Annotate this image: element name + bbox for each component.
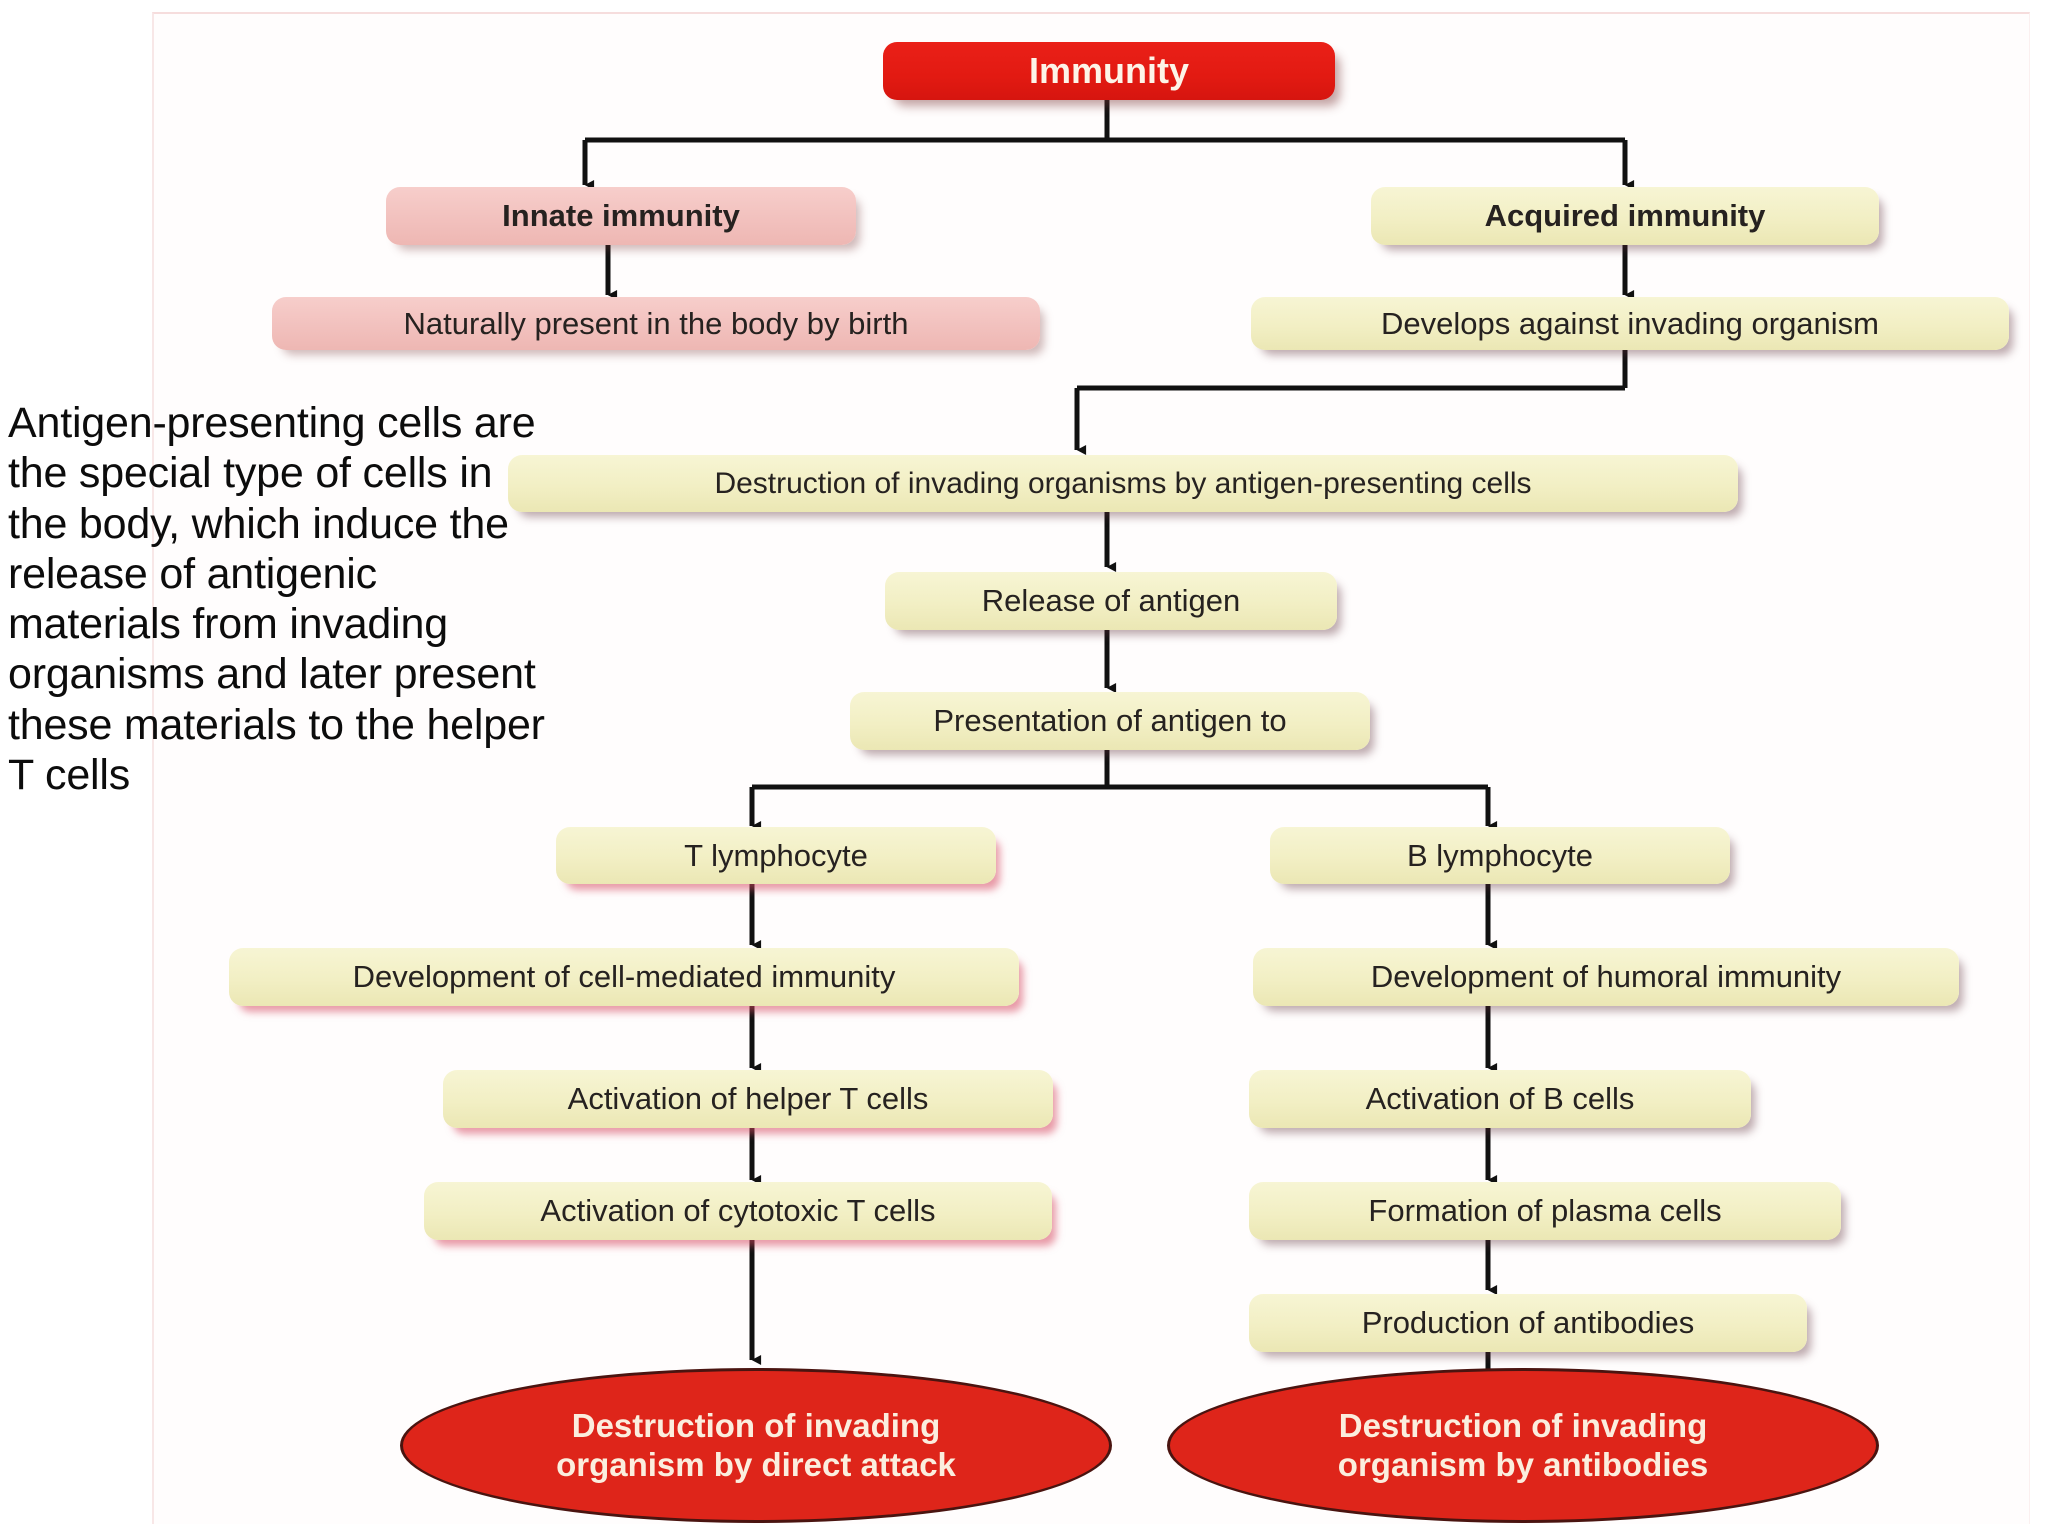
node-acquired-immunity[interactable]: Acquired immunity [1371,187,1879,245]
terminal-antibodies-line2: organism by antibodies [1337,1445,1709,1483]
node-cell-mediated-immunity-label: Development of cell-mediated immunity [352,959,896,994]
node-presentation-of-antigen[interactable]: Presentation of antigen to [850,692,1370,750]
node-b-lymphocyte[interactable]: B lymphocyte [1270,827,1730,884]
node-formation-plasma-cells[interactable]: Formation of plasma cells [1249,1182,1841,1240]
node-activation-helper-t-label: Activation of helper T cells [567,1081,929,1116]
node-production-antibodies-label: Production of antibodies [1361,1305,1695,1340]
node-cell-mediated-immunity[interactable]: Development of cell-mediated immunity [229,948,1019,1006]
node-release-of-antigen-label: Release of antigen [981,583,1241,618]
node-production-antibodies[interactable]: Production of antibodies [1249,1294,1807,1352]
node-activation-b-cells-label: Activation of B cells [1365,1081,1635,1116]
annotation-text: Antigen-presenting cells are the special… [8,399,545,800]
node-acquired-immunity-label: Acquired immunity [1484,198,1766,233]
node-immunity[interactable]: Immunity [883,42,1335,100]
node-t-lymphocyte[interactable]: T lymphocyte [556,827,996,884]
node-humoral-immunity[interactable]: Development of humoral immunity [1253,948,1959,1006]
node-develops-against-label: Develops against invading organism [1380,305,1879,341]
node-immunity-label: Immunity [1028,50,1189,91]
node-release-of-antigen[interactable]: Release of antigen [885,572,1337,630]
node-humoral-immunity-label: Development of humoral immunity [1370,959,1842,994]
node-develops-against[interactable]: Develops against invading organism [1251,297,2009,350]
node-destruction-by-apc[interactable]: Destruction of invading organisms by ant… [508,455,1738,512]
node-innate-immunity[interactable]: Innate immunity [386,187,856,245]
diagram-frame [152,12,2030,1524]
node-activation-cytotoxic-t[interactable]: Activation of cytotoxic T cells [424,1182,1052,1240]
terminal-direct-line1: Destruction of invading [571,1406,941,1444]
node-naturally-present[interactable]: Naturally present in the body by birth [272,297,1040,350]
node-t-lymphocyte-label: T lymphocyte [684,837,868,873]
terminal-destruction-antibodies[interactable]: Destruction of invading organism by anti… [1167,1368,1879,1523]
terminal-destruction-direct-attack[interactable]: Destruction of invading organism by dire… [400,1368,1112,1523]
node-activation-cytotoxic-t-label: Activation of cytotoxic T cells [540,1193,936,1228]
node-presentation-of-antigen-label: Presentation of antigen to [933,703,1287,738]
node-innate-immunity-label: Innate immunity [502,198,740,233]
terminal-direct-line2: organism by direct attack [556,1445,956,1483]
terminal-antibodies-line1: Destruction of invading [1338,1406,1708,1444]
node-destruction-by-apc-label: Destruction of invading organisms by ant… [714,466,1532,500]
node-activation-helper-t[interactable]: Activation of helper T cells [443,1070,1053,1128]
node-formation-plasma-cells-label: Formation of plasma cells [1368,1193,1722,1228]
node-b-lymphocyte-label: B lymphocyte [1406,837,1594,873]
node-activation-b-cells[interactable]: Activation of B cells [1249,1070,1751,1128]
node-naturally-present-label: Naturally present in the body by birth [403,305,909,341]
